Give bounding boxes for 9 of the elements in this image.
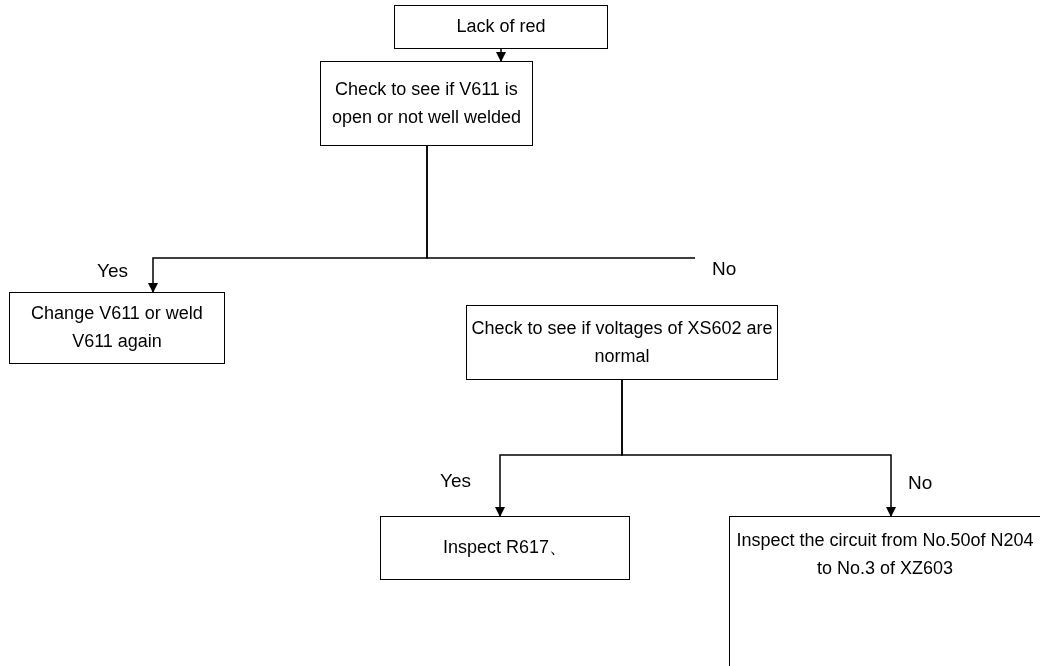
arrow [496, 48, 506, 62]
process-box: Inspect R617、 [380, 516, 630, 580]
process-box: Change V611 or weld V611 again [9, 292, 225, 364]
process-box: Lack of red [394, 5, 608, 49]
process-box: Inspect the circuit from No.50of N204 to No.3 of XZ603 [729, 516, 1040, 666]
arrow [621, 379, 896, 517]
process-box: Check to see if voltages of XS602 are normal [466, 305, 778, 380]
connector-line [426, 145, 696, 259]
process-box: Check to see if V611 is open or not well welded [320, 61, 533, 146]
